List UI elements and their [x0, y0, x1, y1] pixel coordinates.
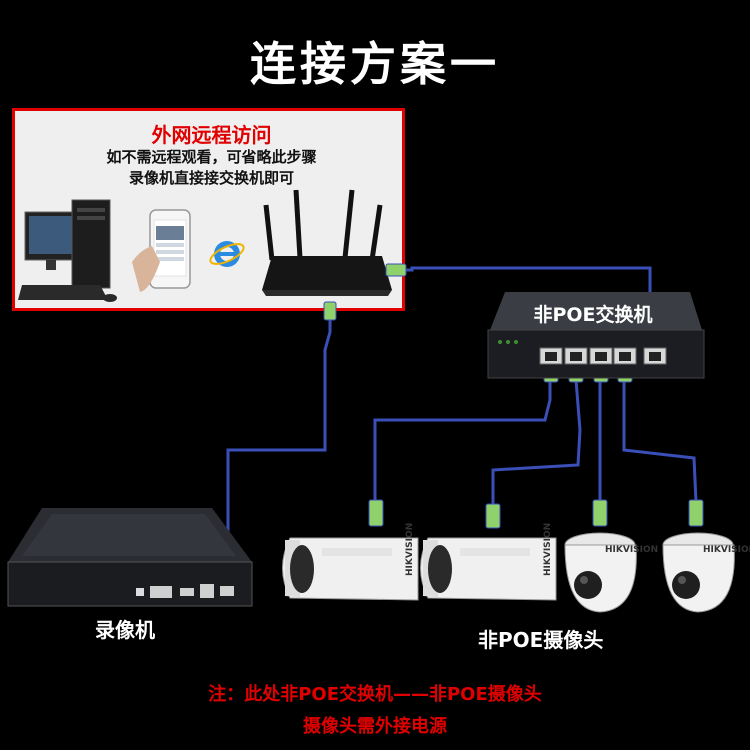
switch-icon — [487, 292, 705, 379]
nvr-label: 录像机 — [95, 618, 155, 642]
cable-switch-camera-1 — [373, 380, 552, 500]
dome-camera-icon: HIKVISION — [564, 532, 658, 613]
cable-switch-camera-4 — [622, 380, 698, 503]
nvr-icon — [7, 508, 253, 607]
dome-camera-icon: HIKVISION — [662, 532, 750, 613]
camera-2-brand: HIKVISION — [543, 523, 553, 576]
desktop-computer-icon — [18, 199, 117, 302]
connector-router — [385, 263, 407, 277]
footnote-line-2: 摄像头需外接电源 — [303, 716, 447, 737]
connector-camera-4 — [688, 499, 704, 527]
camera-3-brand: HIKVISION — [605, 545, 658, 555]
remote-access-title: 外网远程访问 — [151, 123, 272, 147]
connector-camera-3 — [592, 499, 608, 527]
bullet-camera-icon: HIKVISION — [282, 523, 419, 601]
camera-4-brand: HIKVISION — [703, 545, 750, 555]
connector-router-nvr — [323, 301, 337, 321]
cable-router-nvr — [226, 318, 332, 560]
connector-camera-2 — [485, 503, 501, 529]
bullet-camera-icon: HIKVISION — [420, 523, 557, 601]
router-icon — [262, 189, 392, 296]
browser-icon — [209, 241, 245, 267]
remote-access-note-2: 录像机直接接交换机即可 — [128, 169, 294, 187]
remote-access-note-1: 如不需远程观看，可省略此步骤 — [106, 148, 317, 166]
connector-camera-1 — [368, 499, 384, 527]
smartphone-icon — [132, 209, 191, 292]
camera-1-brand: HIKVISION — [405, 523, 415, 576]
switch-label: 非POE交换机 — [533, 304, 653, 326]
page-title: 连接方案一 — [250, 37, 500, 91]
camera-label: 非POE摄像头 — [478, 628, 604, 652]
cable-switch-camera-2 — [491, 379, 582, 505]
footnote-line-1: 注：此处非POE交换机——非POE摄像头 — [208, 684, 542, 705]
